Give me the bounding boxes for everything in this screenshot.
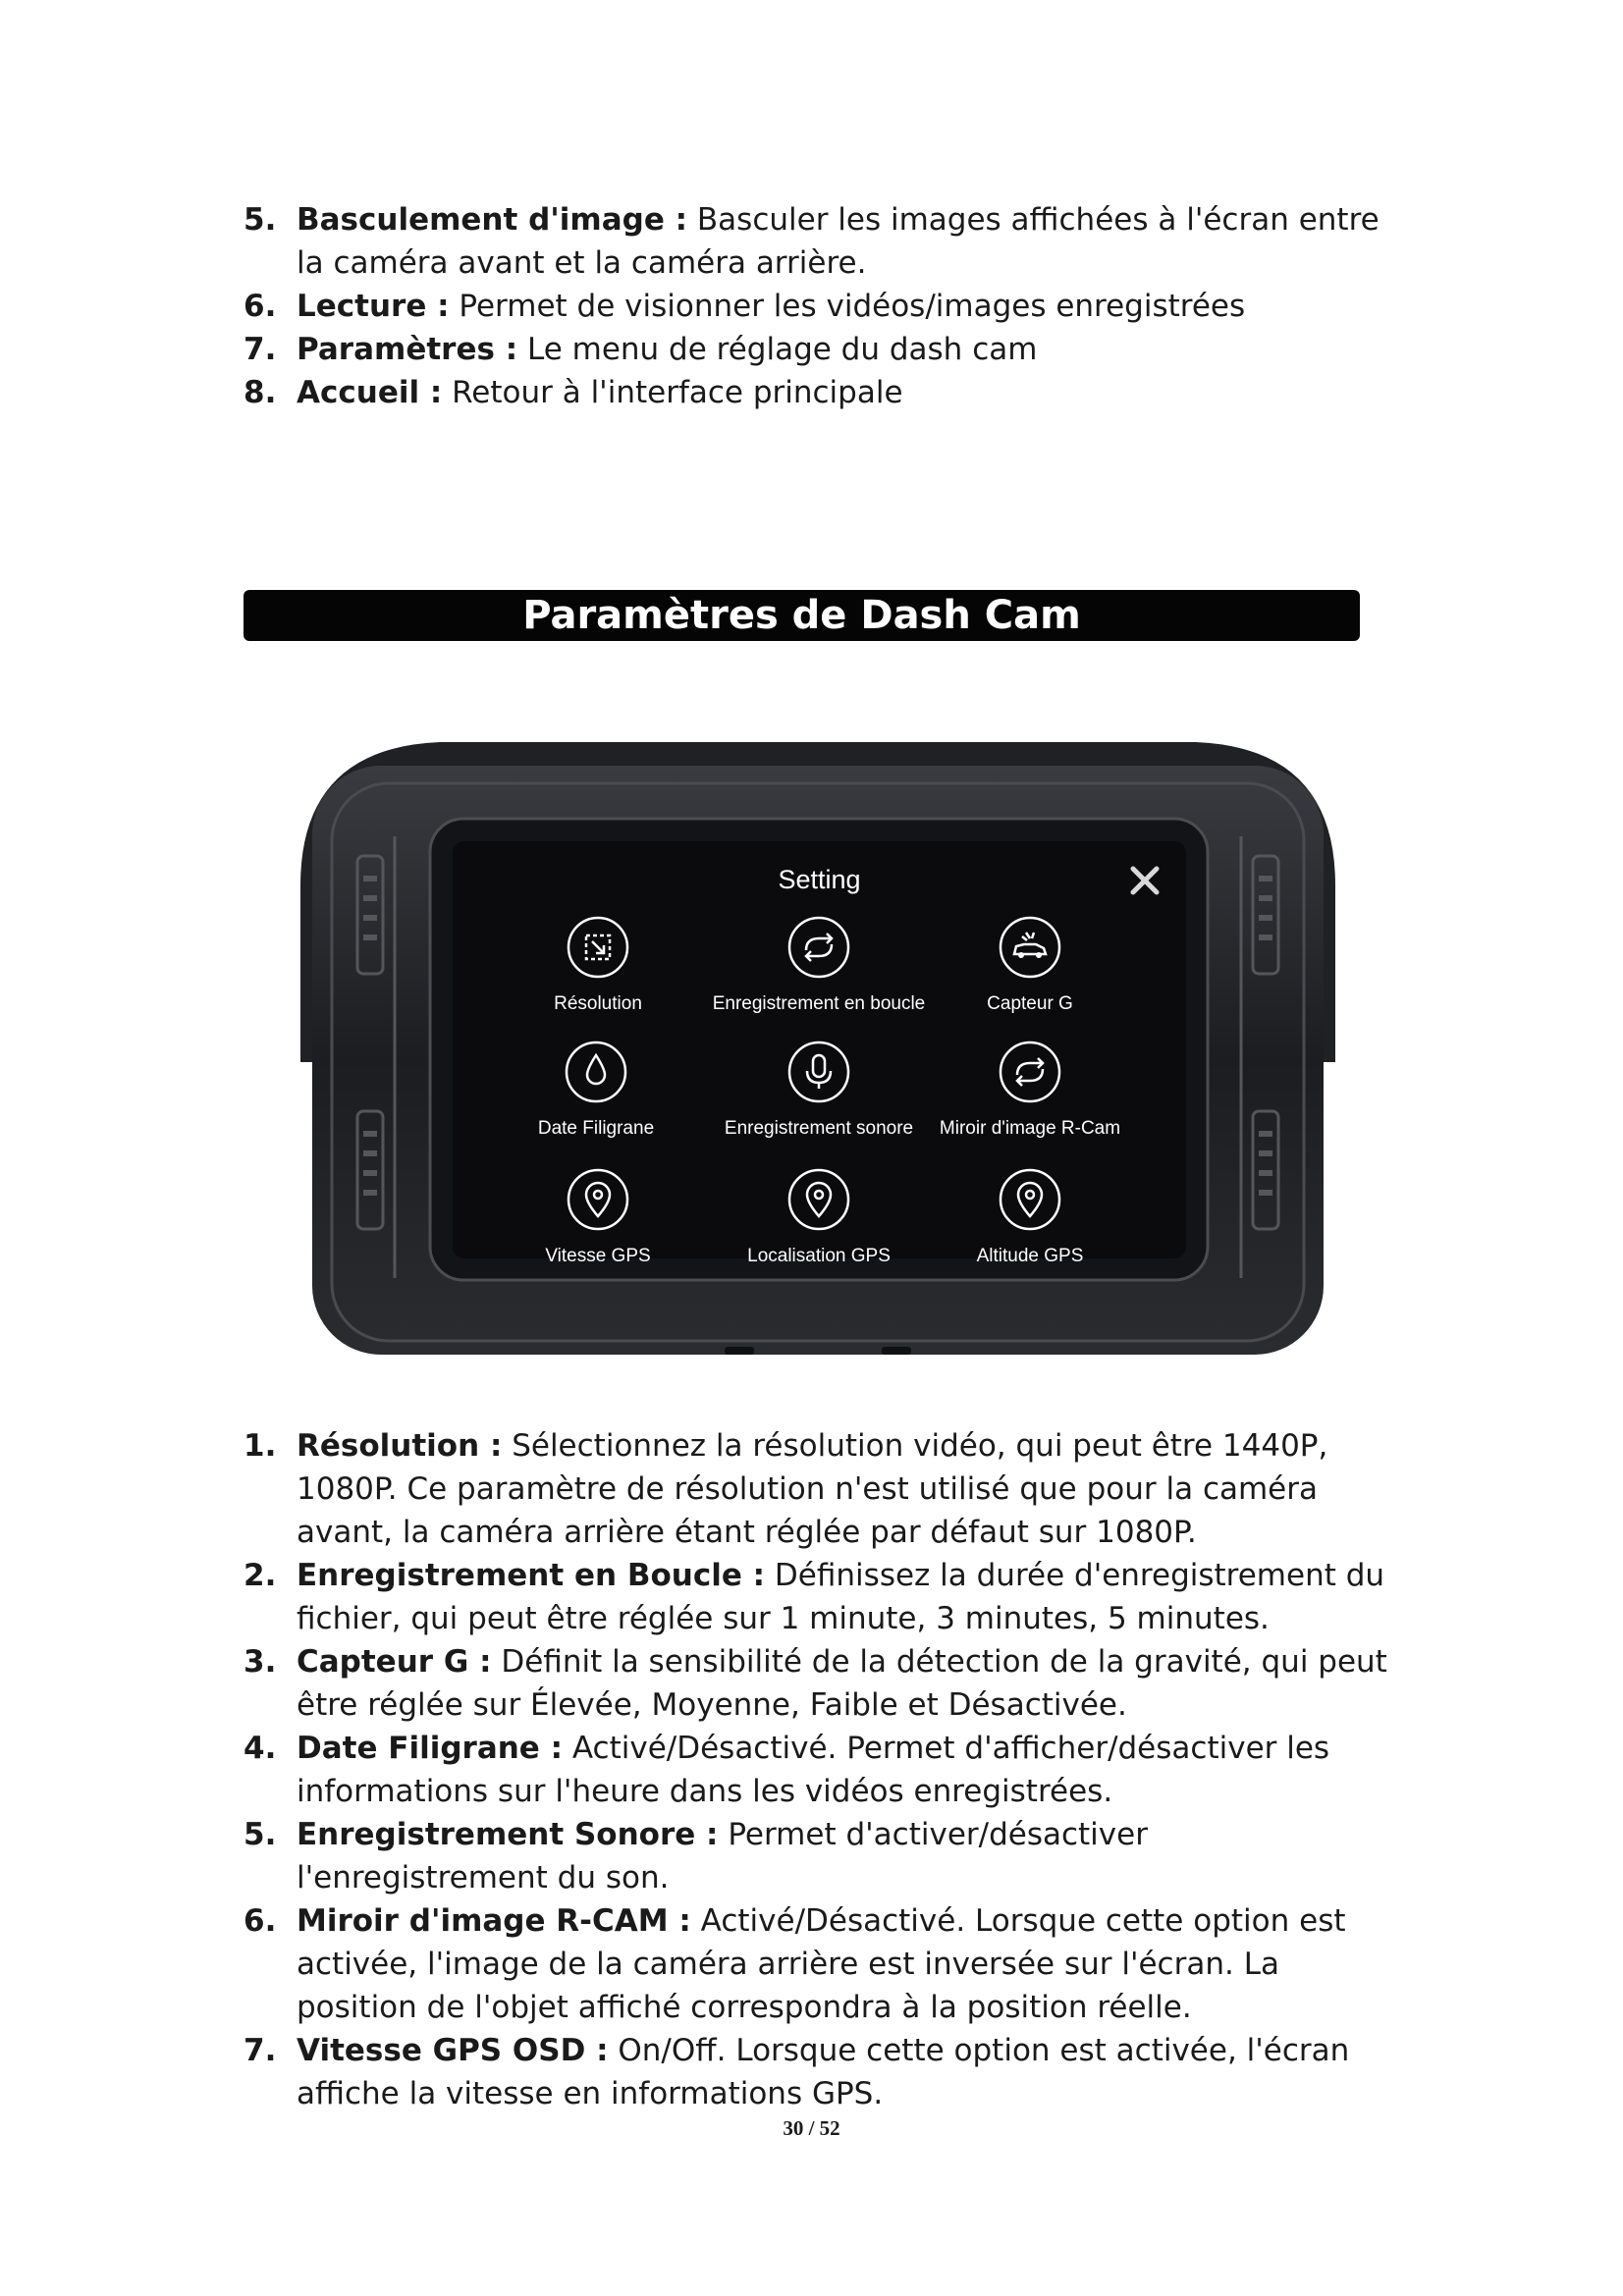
microphone-icon	[787, 1041, 850, 1103]
list-item: 3. Capteur G : Définit la sensibilité de …	[243, 1640, 1402, 1727]
list-item: 5. Enregistrement Sonore : Permet d'activ…	[243, 1813, 1402, 1899]
setting-date-watermark[interactable]: Date Filigrane	[478, 1040, 714, 1140]
section-heading: Paramètres de Dash Cam	[243, 590, 1360, 641]
item-term: Basculement d'image :	[297, 202, 688, 238]
item-text: Sélectionnez la résolution vidéo, qui pe…	[297, 1428, 1328, 1550]
item-number: 5.	[243, 1817, 277, 1852]
mirror-loop-icon	[999, 1041, 1061, 1103]
loop-recording-icon	[787, 916, 850, 979]
item-number: 2.	[243, 1558, 277, 1593]
item-number: 7.	[243, 332, 277, 367]
setting-rcam-mirror[interactable]: Miroir d'image R-Cam	[912, 1040, 1148, 1140]
setting-gps-location[interactable]: Localisation GPS	[701, 1167, 937, 1267]
item-number: 8.	[243, 375, 277, 410]
item-text: Permet de visionner les vidéos/images en…	[449, 289, 1246, 324]
item-number: 1.	[243, 1428, 277, 1464]
location-pin-icon	[787, 1168, 850, 1231]
setting-label: Résolution	[554, 993, 642, 1014]
item-term: Accueil :	[297, 375, 443, 410]
list-item: 2. Enregistrement en Boucle : Définissez …	[243, 1554, 1402, 1640]
item-text: Activé/Désactivé. Lorsque cette option e…	[297, 1903, 1346, 2025]
setting-label: Miroir d'image R-Cam	[939, 1118, 1121, 1139]
close-icon[interactable]	[1125, 861, 1164, 900]
item-term: Enregistrement en Boucle :	[297, 1558, 766, 1593]
item-text: Le menu de réglage du dash cam	[517, 332, 1038, 367]
item-number: 6.	[243, 289, 277, 324]
item-term: Résolution :	[297, 1428, 503, 1464]
item-text: Basculer les images affichées à l'écran …	[297, 202, 1380, 281]
feature-list-bottom: 1. Résolution : Sélectionnez la résolutio…	[243, 1424, 1402, 2115]
item-number: 7.	[243, 2033, 277, 2068]
page-number: 30 / 52	[783, 2116, 840, 2140]
list-item: 1. Résolution : Sélectionnez la résolutio…	[243, 1424, 1402, 1554]
setting-label: Capteur G	[987, 993, 1073, 1014]
setting-label: Date Filigrane	[537, 1118, 655, 1139]
item-text: Permet d'activer/désactiver l'enregistre…	[297, 1817, 1148, 1896]
item-number: 5.	[243, 202, 277, 238]
item-text: Définit la sensibilité de la détection d…	[297, 1644, 1387, 1723]
list-item: 8. Accueil : Retour à l'interface princip…	[243, 371, 1402, 414]
item-term: Capteur G :	[297, 1644, 492, 1680]
list-item: 7. Vitesse GPS OSD : On/Off. Lorsque cett…	[243, 2029, 1402, 2115]
item-term: Paramètres :	[297, 332, 518, 367]
settings-screen: Setting Résolution Enregistrement en bou…	[453, 841, 1186, 1266]
setting-loop-recording[interactable]: Enregistrement en boucle	[701, 915, 937, 1015]
watermark-drop-icon	[565, 1041, 627, 1103]
item-term: Enregistrement Sonore :	[297, 1817, 719, 1852]
item-number: 6.	[243, 1903, 277, 1939]
setting-label: Enregistrement en boucle	[712, 993, 926, 1014]
location-pin-icon	[999, 1168, 1061, 1231]
location-pin-icon	[567, 1168, 629, 1231]
item-number: 3.	[243, 1644, 277, 1680]
list-item: 6. Miroir d'image R-CAM : Activé/Désactiv…	[243, 1899, 1402, 2029]
feature-list-top: 5. Basculement d'image : Basculer les ima…	[243, 198, 1402, 414]
setting-label: Altitude GPS	[976, 1246, 1084, 1266]
item-text: Activé/Désactivé. Permet d'afficher/désa…	[297, 1731, 1330, 1809]
list-item: 6. Lecture : Permet de visionner les vidé…	[243, 285, 1402, 328]
setting-gps-speed[interactable]: Vitesse GPS	[480, 1167, 716, 1267]
list-item: 7. Paramètres : Le menu de réglage du das…	[243, 328, 1402, 371]
screen-title: Setting	[778, 865, 861, 894]
setting-label: Enregistrement sonore	[724, 1118, 914, 1139]
g-sensor-car-icon	[999, 916, 1061, 979]
item-term: Date Filigrane :	[297, 1731, 564, 1766]
resolution-icon	[567, 916, 629, 979]
setting-resolution[interactable]: Résolution	[480, 915, 716, 1015]
setting-label: Vitesse GPS	[545, 1246, 651, 1266]
list-item: 5. Basculement d'image : Basculer les ima…	[243, 198, 1402, 285]
setting-gps-altitude[interactable]: Altitude GPS	[912, 1167, 1148, 1267]
item-text: On/Off. Lorsque cette option est activée…	[297, 2033, 1350, 2111]
setting-g-sensor[interactable]: Capteur G	[912, 915, 1148, 1015]
item-text: Définissez la durée d'enregistrement du …	[297, 1558, 1385, 1636]
dash-cam-image: Setting Résolution Enregistrement en bou…	[293, 728, 1343, 1357]
item-term: Lecture :	[297, 289, 450, 324]
item-term: Vitesse GPS OSD :	[297, 2033, 609, 2068]
setting-sound-recording[interactable]: Enregistrement sonore	[701, 1040, 937, 1140]
list-item: 4. Date Filigrane : Activé/Désactivé. Per…	[243, 1727, 1402, 1813]
item-term: Miroir d'image R-CAM :	[297, 1903, 691, 1939]
item-number: 4.	[243, 1731, 277, 1766]
item-text: Retour à l'interface principale	[442, 375, 903, 410]
setting-label: Localisation GPS	[747, 1246, 891, 1266]
